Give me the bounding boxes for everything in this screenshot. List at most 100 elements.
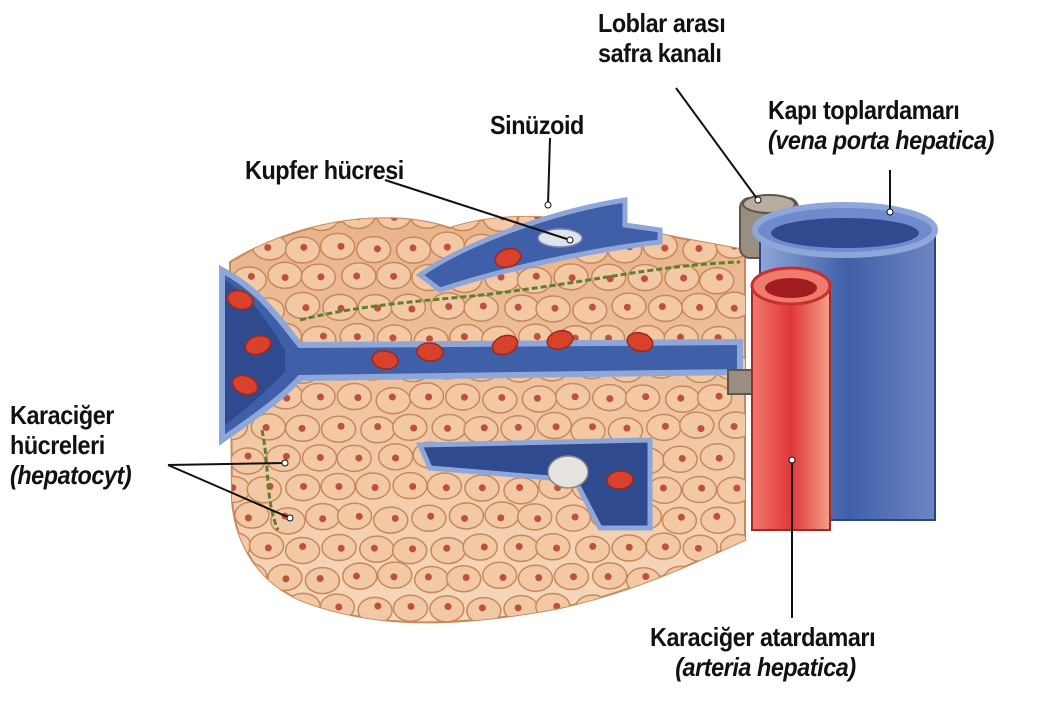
hepatocyte-cell	[305, 204, 339, 230]
hepatocyte-nucleus	[589, 304, 596, 311]
hepatocyte-nucleus	[425, 393, 432, 400]
hepatocyte-nucleus	[695, 604, 702, 611]
hepatocyte-cell	[231, 448, 265, 474]
hepatocyte-cell	[595, 624, 629, 650]
hepatocyte-nucleus	[444, 425, 451, 432]
hepatocyte-nucleus	[533, 273, 540, 280]
hepatocyte-cell	[286, 292, 320, 318]
hepatocyte-cell	[338, 503, 372, 529]
label-hepatocytes: Karaciğer hücreleri (hepatocyt)	[10, 400, 131, 490]
hepatocyte-nucleus	[463, 574, 470, 581]
hepatocyte-nucleus	[461, 394, 468, 401]
hepatocyte-nucleus	[338, 545, 345, 552]
label-hepatic-artery: Karaciğer atardamarı (arteria hepatica)	[650, 622, 875, 682]
hepatocyte-nucleus	[335, 603, 342, 610]
hepatocyte-nucleus	[662, 543, 669, 550]
hepatocyte-cell	[268, 627, 302, 653]
hepatocyte-cell	[610, 592, 644, 618]
hepatocyte-nucleus	[500, 574, 507, 581]
hepatocyte-cell	[505, 295, 539, 321]
hepatocyte-nucleus	[553, 423, 560, 430]
hepatocyte-nucleus	[443, 545, 450, 552]
hepatocyte-cell	[217, 532, 251, 558]
hepatocyte-nucleus	[445, 303, 452, 310]
hepatocyte-nucleus	[264, 244, 271, 251]
label-interlobular-bile-duct: Loblar arası safra kanalı	[598, 8, 725, 68]
hepatocyte-cell	[483, 562, 517, 588]
hepatocyte-nucleus	[356, 633, 363, 640]
hepatocyte-cell	[558, 622, 592, 648]
hepatocyte-nucleus	[299, 605, 306, 612]
hepatocyte-nucleus	[461, 515, 468, 522]
hepatocyte-cell	[233, 564, 267, 590]
hepatocyte-nucleus	[569, 274, 576, 281]
hepatocyte-nucleus	[572, 514, 579, 521]
hepatocyte-nucleus	[716, 274, 723, 281]
hepatocyte-nucleus	[623, 605, 630, 612]
hepatocyte-nucleus	[320, 635, 327, 642]
hepatocyte-nucleus	[590, 605, 597, 612]
hepatocyte-nucleus	[624, 304, 631, 311]
hepatocyte-cell	[306, 627, 340, 653]
hepatocyte-cell	[721, 534, 755, 560]
hepatocyte-nucleus	[391, 633, 398, 640]
hepatocyte-nucleus	[697, 425, 704, 432]
hepatocyte-cell	[698, 203, 732, 229]
hepatocyte-cell	[391, 294, 425, 320]
hepatocyte-cell	[536, 594, 570, 620]
hepatocyte-nucleus	[535, 633, 542, 640]
hepatocyte-nucleus	[317, 393, 324, 400]
hepatocyte-nucleus	[680, 275, 687, 282]
hepatocyte-nucleus	[589, 543, 596, 550]
hepatocyte-nucleus	[571, 633, 578, 640]
hepatocyte-cell	[232, 205, 266, 231]
hepatocyte-cell	[648, 295, 682, 321]
hepatocyte-cell	[337, 445, 371, 471]
hepatocyte-cell	[682, 593, 716, 619]
hepatocyte-nucleus	[480, 303, 487, 310]
hepatocyte-nucleus	[570, 573, 577, 580]
hepatocyte-cell	[573, 297, 607, 323]
hepatocyte-cell	[627, 568, 661, 594]
hepatocyte-nucleus	[515, 304, 522, 311]
hepatocyte-nucleus	[678, 514, 685, 521]
hepatocyte-nucleus	[677, 395, 684, 402]
hepatocyte-nucleus	[626, 544, 633, 551]
hepatocyte-nucleus	[427, 513, 434, 520]
hepatocyte-cell	[415, 567, 449, 593]
hepatocyte-nucleus	[338, 423, 345, 430]
hepatocyte-cell	[337, 384, 371, 410]
hepatocyte-nucleus	[354, 333, 361, 340]
hepatocyte-nucleus	[374, 603, 381, 610]
hepatocyte-nucleus	[535, 574, 542, 581]
hepatocyte-nucleus	[481, 424, 488, 431]
hepatocyte-nucleus	[461, 635, 468, 642]
hepatocyte-nucleus	[660, 605, 667, 612]
hepatocyte-cell	[376, 628, 410, 654]
hepatocyte-nucleus	[428, 634, 435, 641]
hepatocyte-nucleus	[497, 514, 504, 521]
hepatocyte-nucleus	[659, 303, 666, 310]
hepatocyte-cell	[700, 268, 734, 294]
hepatocyte-nucleus	[282, 575, 289, 582]
hepatocyte-nucleus	[283, 635, 290, 642]
hepatocyte-nucleus	[731, 243, 738, 250]
hepatocyte-nucleus	[245, 213, 252, 220]
hepatocyte-nucleus	[572, 393, 579, 400]
hepatocyte-nucleus	[390, 273, 397, 280]
hepatocyte-nucleus	[319, 515, 326, 522]
hepatocyte-nucleus	[245, 514, 252, 521]
hepatocyte-nucleus	[534, 515, 541, 522]
hepatocyte-nucleus	[409, 545, 416, 552]
hepatocyte-nucleus	[337, 243, 344, 250]
hepatocyte-nucleus	[642, 393, 649, 400]
label-line: Loblar arası	[598, 8, 725, 38]
hepatocyte-nucleus	[716, 455, 723, 462]
hepatocyte-nucleus	[425, 573, 432, 580]
hepatocyte-nucleus	[374, 245, 381, 252]
hepatocyte-cell	[251, 596, 285, 622]
hepatocyte-nucleus	[389, 334, 396, 341]
hepatocyte-cell	[374, 507, 408, 533]
hepatocyte-nucleus	[408, 305, 415, 312]
hepatocyte-nucleus	[320, 333, 327, 340]
